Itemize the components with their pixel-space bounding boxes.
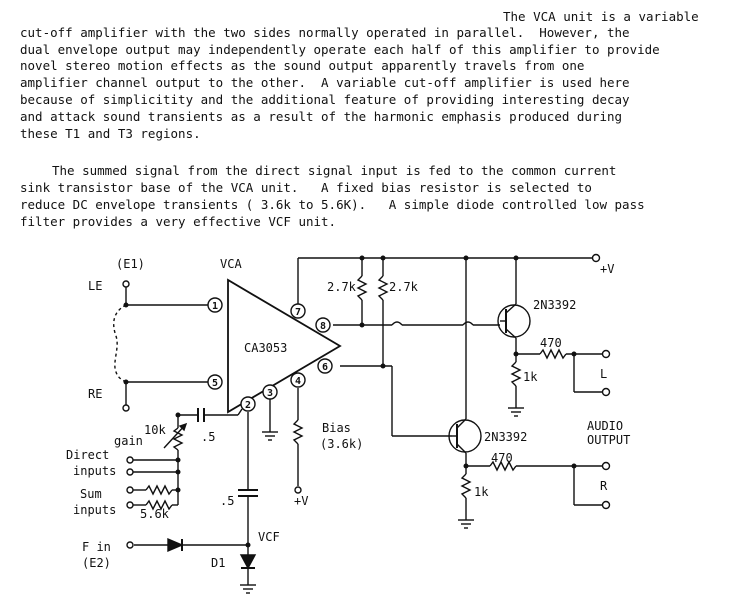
q2-label: 2N3392: [484, 430, 527, 444]
chip-label: CA3053: [244, 341, 287, 355]
paragraph-2-line-2: sink transistor base of the VCA unit. A …: [20, 180, 592, 195]
cap-label-bottom: .5: [220, 494, 234, 508]
e1-label: (E1): [116, 257, 145, 271]
direct-label: Direct: [66, 448, 109, 462]
re-label: RE: [88, 387, 102, 401]
plus-v-top: +V: [600, 262, 614, 276]
q1-label: 2N3392: [533, 298, 576, 312]
paragraph-2-line-3: reduce DC envelope transients ( 3.6k to …: [20, 197, 645, 212]
ca3053-amplifier-symbol: [227, 278, 342, 414]
paragraph-1-line-7: and attack sound transients as a result …: [20, 109, 623, 124]
e2-label: (E2): [82, 556, 111, 570]
resistor-470-bottom: 470: [491, 451, 513, 465]
pin-4-number: 4: [295, 376, 301, 387]
pin-2-number: 2: [245, 400, 251, 411]
pin-3-number: 3: [267, 388, 273, 399]
pin-6-number: 6: [322, 362, 328, 373]
paragraph-1-line-1: The VCA unit is a variable: [503, 9, 699, 24]
pot-10k-label: 10k: [144, 423, 166, 437]
cap-label-top: .5: [201, 430, 215, 444]
pin-4-marker: [290, 372, 306, 388]
paragraph-1-line-3: dual envelope output may independently o…: [20, 42, 660, 57]
paragraph-2-line-1: The summed signal from the direct signal…: [52, 163, 617, 178]
pin-7-marker: [290, 303, 306, 319]
paragraph-1-line-2: cut-off amplifier with the two sides nor…: [20, 25, 630, 40]
paragraph-2-line-4: filter provides a very effective VCF uni…: [20, 214, 337, 229]
pin-5-marker: [207, 374, 223, 390]
output-l-label: L: [600, 367, 607, 381]
resistor-2-7k-right: 2.7k: [389, 280, 419, 294]
pin-1-marker: [207, 297, 223, 313]
bias-value-label: (3.6k): [320, 437, 363, 451]
output-label: OUTPUT: [587, 433, 630, 447]
bias-label: Bias: [322, 421, 351, 435]
sum-label: Sum: [80, 487, 102, 501]
paragraph-1-line-5: amplifier channel output to the other. A…: [20, 75, 630, 90]
audio-label: AUDIO: [587, 419, 623, 433]
resistor-1k-bottom: 1k: [474, 485, 489, 499]
resistor-1k-top: 1k: [523, 370, 538, 384]
pin-2-marker: [240, 396, 256, 412]
vcf-label: VCF: [258, 530, 280, 544]
f-in-label: F in: [82, 540, 111, 554]
pin-7-number: 7: [295, 307, 301, 318]
gain-label: gain: [114, 434, 143, 448]
resistor-2-7k-left: 2.7k: [327, 280, 357, 294]
pin-5-number: 5: [212, 378, 218, 389]
pin-8-marker: [315, 317, 331, 333]
pin-3-marker: [262, 384, 278, 400]
le-label: LE: [88, 279, 102, 293]
paragraph-1-line-4: novel stereo motion effects as the sound…: [20, 58, 585, 73]
d1-label: D1: [211, 556, 225, 570]
resistor-470-top: 470: [540, 336, 562, 350]
paragraph-1-line-6: because of simplicitity and the addition…: [20, 92, 630, 107]
pin-1-number: 1: [212, 301, 218, 312]
paragraph-1-line-8: these T1 and T3 regions.: [20, 126, 201, 141]
pin-8-number: 8: [320, 321, 326, 332]
pin-6-marker: [317, 358, 333, 374]
direct-inputs-label: inputs: [73, 464, 116, 478]
vca-label: VCA: [220, 257, 242, 271]
resistor-5-6k-label: 5.6k: [140, 507, 170, 521]
output-r-label: R: [600, 479, 608, 493]
plus-v-bias: +V: [294, 494, 308, 508]
sum-inputs-label: inputs: [73, 503, 116, 517]
